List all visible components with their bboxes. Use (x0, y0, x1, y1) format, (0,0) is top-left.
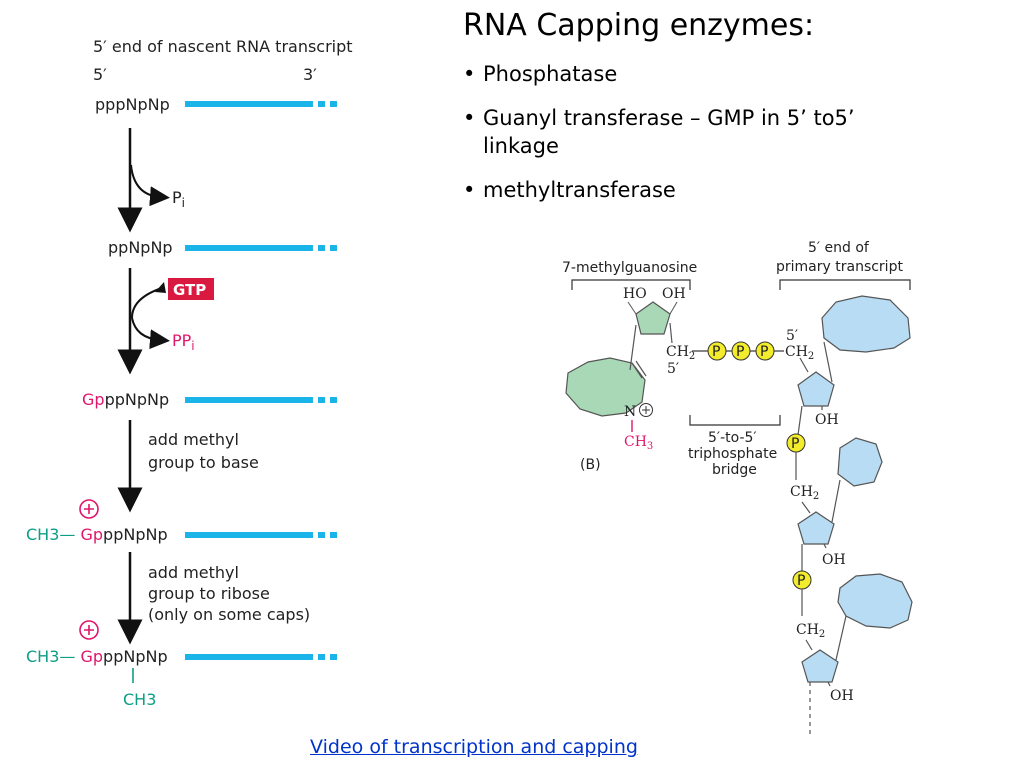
transcript-ribose-3 (801, 649, 839, 683)
guanosine-bracket (571, 279, 691, 290)
gtp-label: GTP (173, 281, 206, 299)
primary-label-line1: 5′ end of (808, 240, 870, 256)
rna-bar-5 (185, 654, 337, 660)
svg-text:P: P (797, 573, 805, 589)
panel-label: (B) (580, 457, 601, 473)
ppi-label: PPi (172, 331, 195, 353)
ppi-release-arrow (131, 317, 170, 350)
oh-2: OH (822, 552, 846, 568)
transcript-base-1 (821, 295, 911, 353)
positive-charge-2 (79, 620, 99, 640)
slide-title: RNA Capping enzymes: (463, 8, 815, 43)
bridge-label-line2: triphosphate (688, 446, 777, 462)
n7-label: N (624, 404, 636, 420)
rna-bar-3 (185, 397, 337, 403)
gtp-box (168, 278, 214, 300)
ribose-methyl-step-line3: (only on some caps) (148, 605, 310, 624)
guanosine-label: 7-methylguanosine (562, 260, 697, 276)
backbone-phosphate-2: P (792, 570, 812, 590)
base-methyl-step-line1: add methyl (148, 430, 239, 449)
svg-text:P: P (736, 344, 744, 360)
bridge-phosphate-3: P (755, 341, 775, 361)
oh-1: OH (815, 412, 839, 428)
gtp-entry-arrow (131, 287, 163, 319)
bullet-phosphatase: Phosphatase (463, 60, 933, 88)
row-methyl-cap-label: CH3— GpppNpNp (26, 525, 168, 544)
guanosine-ch2: CH2 (666, 344, 695, 362)
n7-positive-charge (639, 403, 653, 417)
row-double-methyl-cap-label: CH3— GpppNpNp (26, 647, 168, 666)
transcript-ch2-3: CH2 (796, 622, 825, 640)
five-prime-end-label: 5′ (93, 65, 107, 84)
primary-bracket (779, 279, 911, 290)
cap-structure-diagram: 7-methylguanosine 5′ end of primary tran… (562, 240, 913, 738)
n-methyl-label: CH3 (624, 434, 653, 452)
pi-release-arrow (130, 164, 170, 207)
oh-label: OH (662, 286, 686, 302)
bridge-phosphate-1: P (707, 341, 727, 361)
primary-label-line2: primary transcript (776, 259, 903, 275)
bullet-methyltransferase: methyltransferase (463, 176, 933, 204)
transcript-ch2-2: CH2 (790, 484, 819, 502)
positive-charge-1 (79, 499, 99, 519)
video-link[interactable]: Video of transcription and capping (310, 736, 638, 758)
transcript-base-3 (837, 573, 913, 629)
transcript-base-2 (837, 437, 883, 487)
svg-text:P: P (712, 344, 720, 360)
rna-bar-1 (185, 101, 337, 107)
bridge-bracket (689, 415, 781, 426)
three-prime-end-label: 3′ (303, 65, 317, 84)
row-gppp-label: GpppNpNp (82, 390, 169, 409)
transcript-ribose-1 (797, 371, 835, 407)
base-methyl-step-line2: group to base (148, 453, 259, 472)
svg-text:P: P (791, 436, 799, 452)
bullet-guanyl-transferase: Guanyl transferase – GMP in 5’ to5’ link… (463, 104, 933, 160)
bridge-label-line3: bridge (712, 462, 757, 478)
ribose-methyl-step-line2: group to ribose (148, 584, 270, 603)
rna-bar-4 (185, 532, 337, 538)
guanosine-ribose (635, 301, 671, 335)
row-ppp-label: pppNpNp (95, 95, 170, 114)
guanosine-5prime: 5′ (667, 361, 679, 377)
guanine-ring (565, 357, 646, 417)
rna-bar-2 (185, 245, 337, 251)
backbone-phosphate-1: P (786, 433, 806, 453)
svg-text:P: P (760, 344, 768, 360)
transcript-5prime: 5′ (786, 328, 798, 344)
bridge-phosphate-2: P (731, 341, 751, 361)
ribose-methyl-step-line1: add methyl (148, 563, 239, 582)
transcript-ribose-2 (797, 511, 835, 545)
n7-bond (631, 360, 647, 379)
ho-label: HO (623, 286, 647, 302)
ribose-ch3-label: CH3 (123, 690, 156, 709)
transcript-ch2-1: CH2 (785, 344, 814, 362)
pi-label: Pi (172, 188, 185, 210)
bridge-label-line1: 5′-to-5′ (708, 430, 757, 446)
capping-pathway-diagram: 5′ end of nascent RNA transcript 5′ 3′ p… (26, 37, 353, 709)
enzyme-list: Phosphatase Guanyl transferase – GMP in … (463, 60, 933, 220)
row-pp-label: ppNpNp (108, 238, 173, 257)
transcript-heading: 5′ end of nascent RNA transcript (93, 37, 353, 56)
oh-3: OH (830, 688, 854, 704)
